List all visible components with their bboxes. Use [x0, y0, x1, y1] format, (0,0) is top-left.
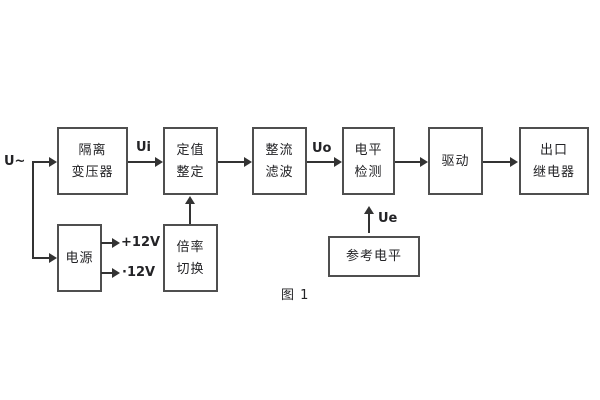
- arrow-rectifier-to-level-head: [334, 157, 342, 167]
- arrow-input-to-power-line: [33, 257, 50, 259]
- arrow-transformer-to-setpoint-line: [128, 161, 156, 163]
- block-label: 出口: [539, 142, 568, 158]
- arrow-driver-to-relay-line: [483, 161, 511, 163]
- arrow-power-plus12-line: [101, 242, 113, 244]
- block-output-relay: 出口 继电器: [519, 127, 589, 195]
- input-signal-label: U~: [4, 154, 26, 169]
- block-ratio-switch: 倍率 切换: [163, 224, 218, 292]
- arrow-power-minus12-line: [101, 272, 113, 274]
- ue-signal-label: Ue: [378, 211, 398, 226]
- block-label: 滤波: [265, 164, 294, 180]
- block-reference-level: 参考电平: [328, 236, 420, 277]
- arrow-ratio-to-setpoint-head: [185, 196, 195, 204]
- block-rectifier-filter: 整流 滤波: [252, 127, 307, 195]
- block-setpoint-setting: 定值 整定: [163, 127, 218, 195]
- uo-signal-label: Uo: [312, 141, 332, 156]
- block-driver: 驱动: [428, 127, 483, 195]
- arrow-setpoint-to-rectifier-line: [218, 161, 245, 163]
- figure-caption: 图 1: [281, 288, 310, 303]
- ui-signal-label: Ui: [136, 140, 152, 155]
- block-label: 电源: [65, 250, 94, 266]
- plus-12v-label: +12V: [121, 235, 161, 250]
- arrow-reference-to-level-head: [364, 206, 374, 214]
- arrow-driver-to-relay-head: [510, 157, 518, 167]
- block-label: 驱动: [441, 153, 470, 169]
- arrow-input-to-transformer-line: [33, 161, 50, 163]
- block-label: 整定: [176, 164, 205, 180]
- arrow-transformer-to-setpoint-head: [155, 157, 163, 167]
- block-level-detection: 电平 检测: [342, 127, 395, 195]
- block-label: 切换: [176, 261, 205, 277]
- block-label: 参考电平: [345, 249, 402, 264]
- arrow-input-to-power-head: [49, 253, 57, 263]
- arrow-power-minus12-head: [112, 268, 120, 278]
- arrow-ratio-to-setpoint-line: [189, 203, 191, 224]
- input-trunk-line: [32, 161, 34, 259]
- arrow-setpoint-to-rectifier-head: [244, 157, 252, 167]
- block-label: 变压器: [71, 164, 114, 180]
- arrow-input-to-transformer-head: [49, 157, 57, 167]
- block-label: 倍率: [176, 239, 205, 255]
- block-label: 定值: [176, 142, 205, 158]
- arrow-reference-to-level-line: [368, 214, 370, 233]
- block-label: 隔离: [78, 142, 107, 158]
- arrow-power-plus12-head: [112, 238, 120, 248]
- block-power-supply: 电源: [57, 224, 102, 292]
- block-label: 电平: [354, 142, 383, 158]
- block-label: 检测: [354, 164, 383, 180]
- block-label: 继电器: [532, 164, 575, 180]
- arrow-level-to-driver-line: [395, 161, 421, 163]
- minus-12v-label: ·12V: [122, 265, 156, 280]
- arrow-level-to-driver-head: [420, 157, 428, 167]
- arrow-rectifier-to-level-line: [307, 161, 335, 163]
- block-label: 整流: [265, 142, 294, 158]
- block-isolation-transformer: 隔离 变压器: [57, 127, 128, 195]
